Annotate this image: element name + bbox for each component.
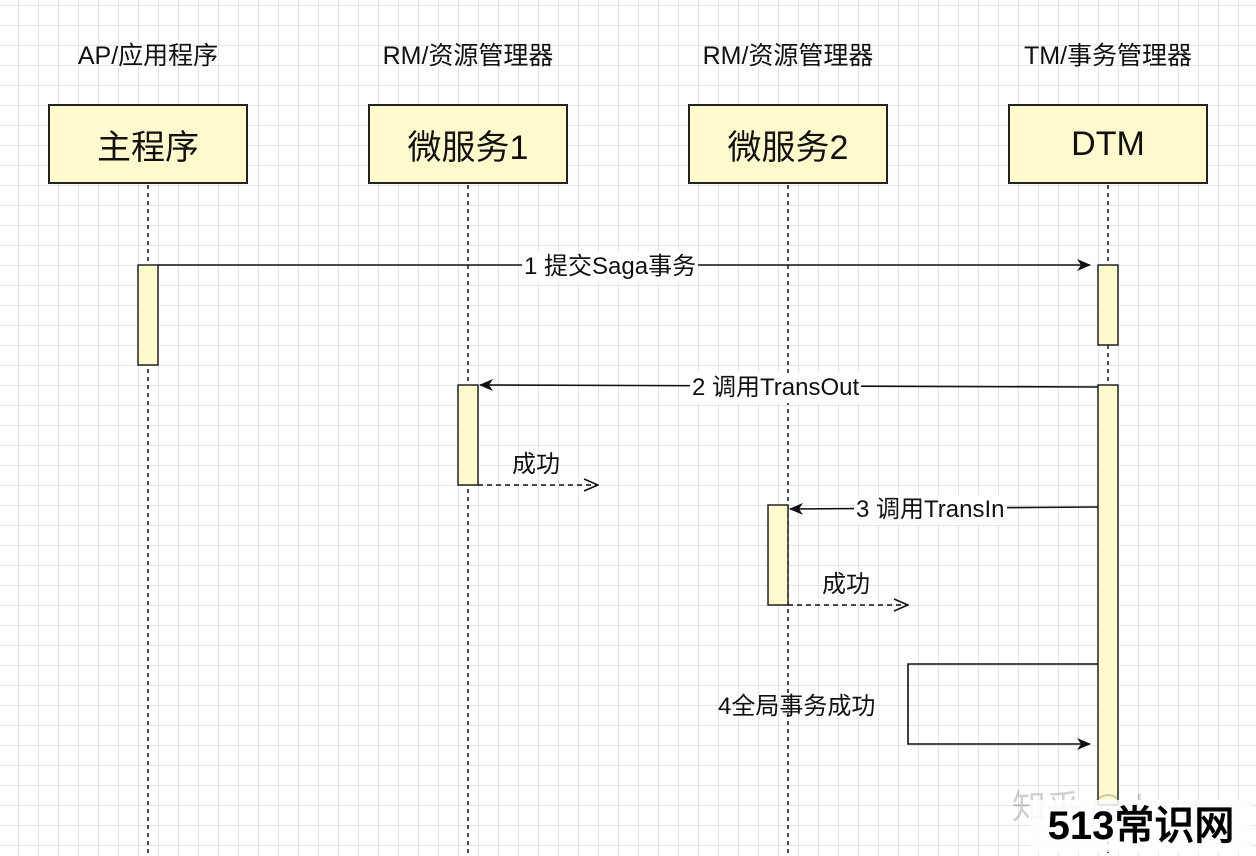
activation-dtm-1 — [1097, 264, 1119, 346]
site-logo: 513常识网 — [1030, 800, 1252, 852]
activation-dtm-2 — [1097, 384, 1119, 806]
activation-microservice-2 — [767, 504, 789, 606]
role-label-ap: AP/应用程序 — [77, 42, 219, 70]
label-success-1: 成功 — [512, 451, 560, 478]
activation-microservice-1 — [457, 384, 479, 486]
participant-microservice-1: 微服务1 — [368, 104, 568, 184]
participant-dtm: DTM — [1008, 104, 1208, 184]
activation-main-program — [137, 264, 159, 366]
participant-main-program: 主程序 — [48, 104, 248, 184]
role-label-rm-1: RM/资源管理器 — [382, 42, 554, 70]
participant-microservice-2: 微服务2 — [688, 104, 888, 184]
arrow-global-success — [907, 663, 1098, 750]
label-submit-saga: 1 提交Saga事务 — [522, 252, 699, 282]
label-call-transout: 2 调用TransOut — [690, 373, 862, 403]
label-success-2: 成功 — [822, 571, 870, 598]
label-call-transin: 3 调用TransIn — [854, 495, 1007, 525]
role-label-rm-2: RM/资源管理器 — [702, 42, 874, 70]
label-global-success: 4全局事务成功 — [718, 693, 876, 720]
role-label-tm: TM/事务管理器 — [1023, 42, 1193, 70]
